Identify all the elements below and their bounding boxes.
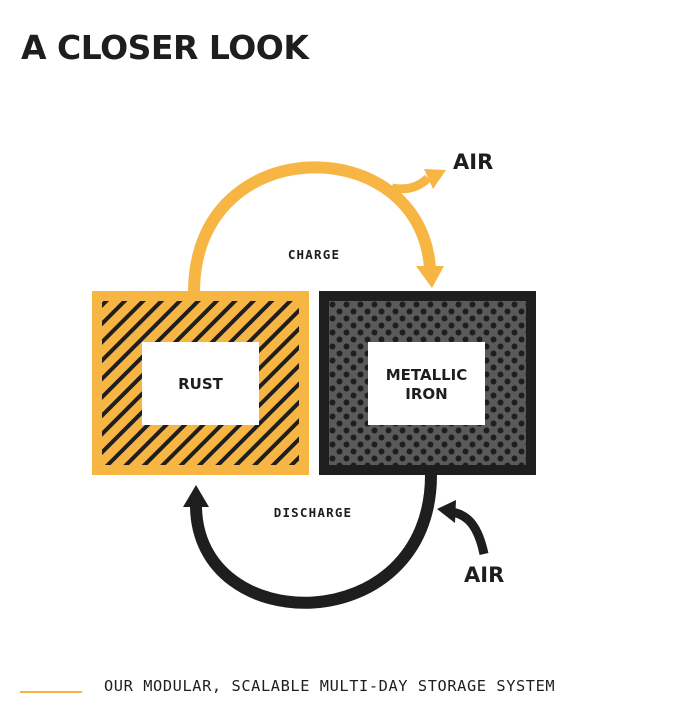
air-intake-arrowhead bbox=[437, 500, 456, 523]
discharge-arrowhead bbox=[183, 485, 209, 507]
discharge-air-label: AIR bbox=[464, 563, 504, 587]
footer-accent-rule bbox=[20, 691, 82, 693]
page-title: A CLOSER LOOK bbox=[21, 28, 309, 67]
iron-air-cycle-diagram: AIR CHARGE RUST METALLIC IRON AIR DISCHA… bbox=[92, 150, 536, 609]
rust-label: RUST bbox=[178, 375, 224, 393]
discharge-label: DISCHARGE bbox=[274, 505, 353, 520]
air-release-arrow bbox=[391, 174, 432, 194]
charge-arrow bbox=[188, 161, 436, 293]
footer-caption: OUR MODULAR, SCALABLE MULTI-DAY STORAGE … bbox=[104, 677, 556, 695]
air-release-arrowhead bbox=[424, 169, 446, 189]
footer: OUR MODULAR, SCALABLE MULTI-DAY STORAGE … bbox=[20, 674, 555, 698]
iron-label-panel bbox=[368, 342, 485, 425]
rust-label-panel bbox=[142, 342, 259, 425]
iron-label-line1: METALLIC bbox=[386, 366, 468, 384]
charge-label: CHARGE bbox=[288, 247, 340, 262]
charge-air-label: AIR bbox=[453, 150, 493, 174]
discharge-arrow bbox=[190, 474, 437, 609]
iron-label-line2: IRON bbox=[405, 385, 447, 403]
charge-arrowhead bbox=[416, 266, 444, 288]
air-intake-arrow bbox=[450, 507, 489, 556]
